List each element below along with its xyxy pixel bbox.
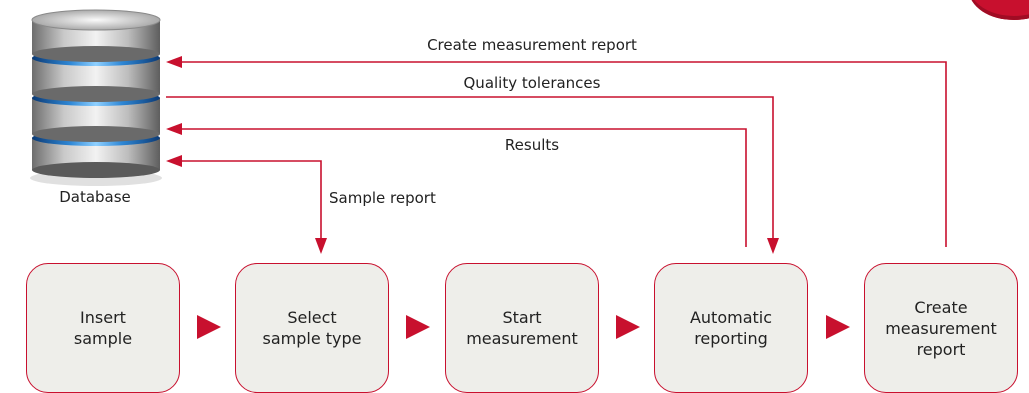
arrow-down-icon [315, 238, 327, 254]
database-label: Database [59, 188, 131, 206]
arrow-left-icon [166, 56, 182, 68]
line-results [180, 128, 747, 247]
arrow-left-icon [166, 155, 182, 167]
line-create-measurement-report [180, 61, 947, 247]
label-results: Results [505, 136, 559, 154]
line-quality-tolerances [166, 96, 774, 240]
database-icon [30, 9, 162, 186]
arrow-left-icon [166, 123, 182, 135]
arrow-down-icon [767, 238, 779, 254]
label-sample-report: Sample report [329, 189, 436, 207]
label-create-measurement-report: Create measurement report [427, 36, 637, 54]
flow-arrow-icon [406, 315, 430, 339]
flow-arrow-icon [826, 315, 850, 339]
step-insert-sample: Insert sample [26, 263, 180, 393]
step-label: Automatic reporting [689, 308, 773, 348]
step-select-sample-type: Select sample type [235, 263, 389, 393]
step-label: Select sample type [262, 308, 362, 348]
step-label: Start measurement [466, 308, 578, 348]
step-start-measurement: Start measurement [445, 263, 599, 393]
connector-lines [166, 61, 947, 247]
step-label: Insert sample [73, 308, 133, 348]
flow-arrow-icon [616, 315, 640, 339]
flow-arrow-icon [197, 315, 221, 339]
arrowheads [166, 56, 850, 339]
step-create-measurement-report: Create measurement report [864, 263, 1018, 393]
step-automatic-reporting: Automatic reporting [654, 263, 808, 393]
step-label: Create measurement report [885, 297, 997, 359]
line-sample-report [180, 160, 322, 240]
label-quality-tolerances: Quality tolerances [464, 74, 601, 92]
